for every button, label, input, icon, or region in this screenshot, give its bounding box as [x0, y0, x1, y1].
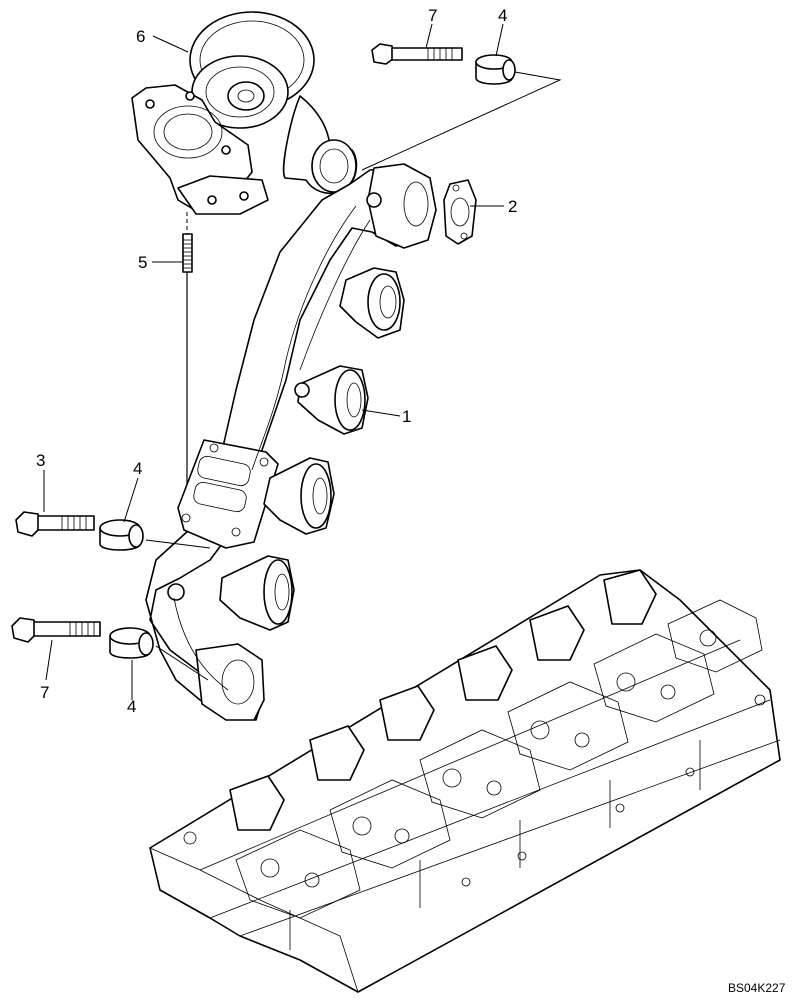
callout-4-top: 4: [498, 6, 507, 25]
callout-2: 2: [508, 197, 517, 216]
spacer-bottom: [109, 627, 154, 659]
exhaust-manifold: [145, 163, 437, 721]
callout-4-bottom: 4: [127, 697, 136, 716]
callout-5: 5: [138, 253, 147, 272]
callout-6: 6: [136, 27, 145, 46]
callout-3: 3: [36, 451, 45, 470]
callout-4-middle: 4: [133, 459, 142, 478]
turbocharger: [131, 11, 358, 215]
callout-leaders: [43, 23, 504, 700]
bolt-top: [371, 43, 463, 65]
callout-7-bottom: 7: [40, 683, 49, 702]
stud: [182, 233, 193, 273]
cylinder-head: [149, 569, 781, 993]
callout-7-top: 7: [428, 6, 437, 25]
figure-code: BS04K227: [728, 981, 786, 995]
gasket: [443, 179, 477, 245]
bolt-left-middle: [15, 511, 95, 537]
spacer-top: [475, 54, 516, 85]
callout-1: 1: [402, 407, 411, 426]
bolt-left-bottom: [11, 617, 101, 643]
spacer-middle: [99, 519, 144, 551]
